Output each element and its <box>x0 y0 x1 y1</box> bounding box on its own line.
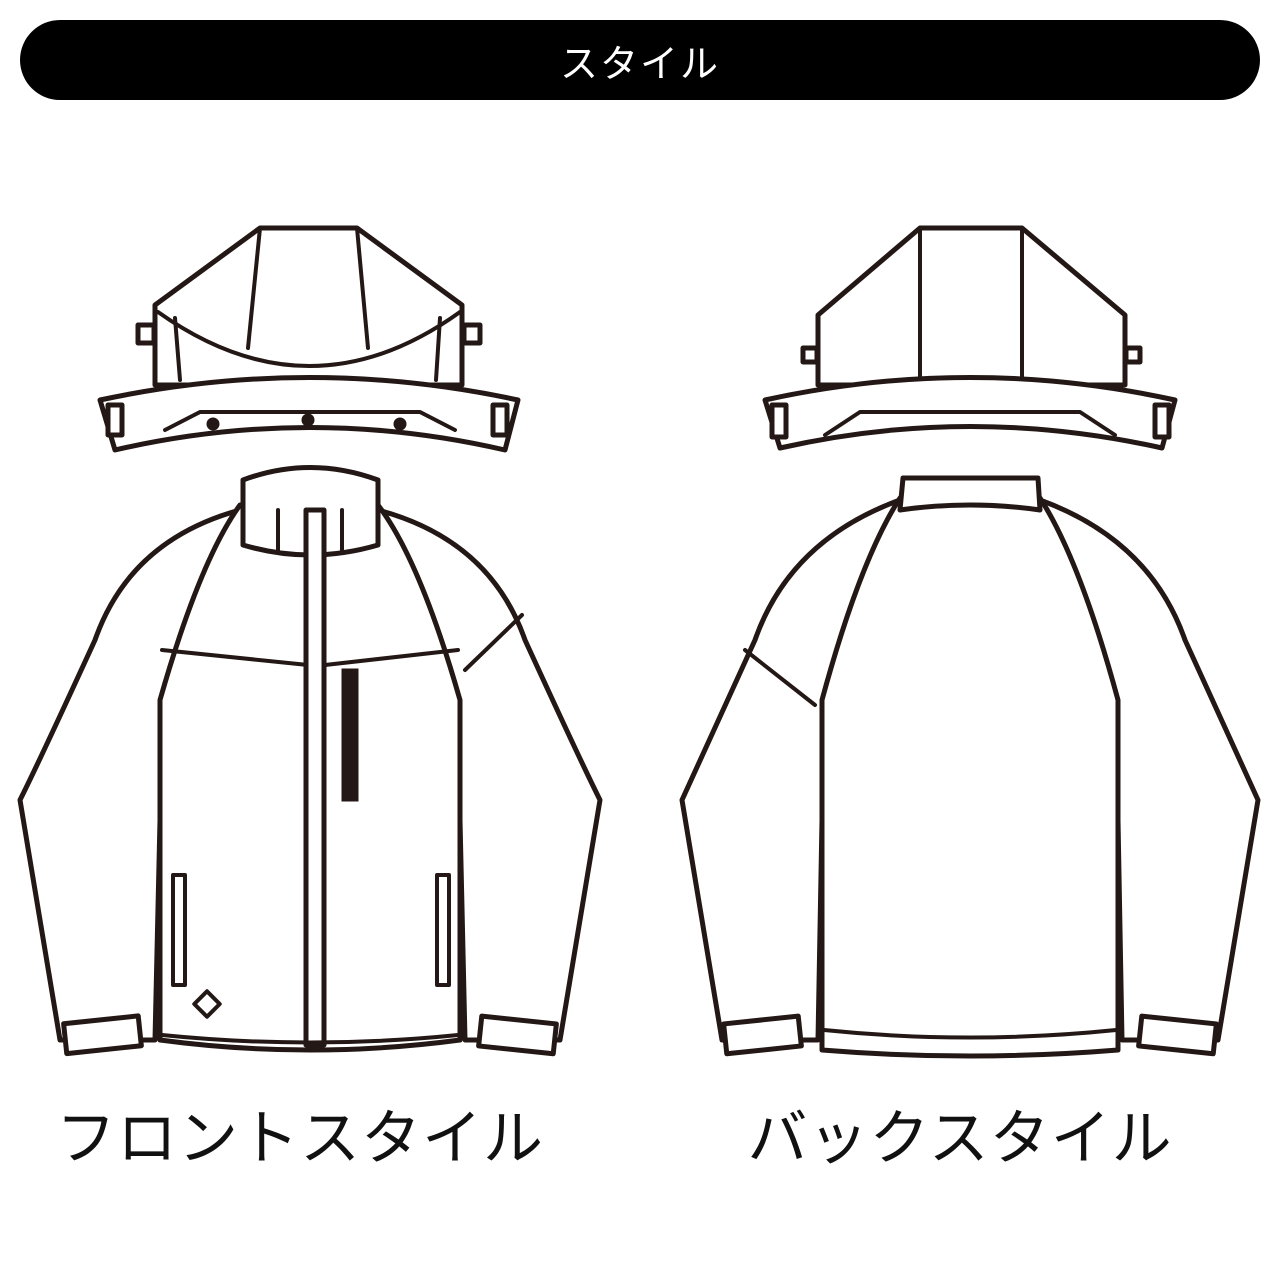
back-hood-illustration <box>762 225 1178 451</box>
back-style-caption: バックスタイル <box>747 1104 1173 1174</box>
front-jacket-illustration <box>17 465 603 1057</box>
front-hood-illustration <box>97 225 521 453</box>
front-style-caption: フロントスタイル <box>56 1104 544 1174</box>
section-header-banner: スタイル <box>20 20 1260 100</box>
back-jacket-illustration <box>679 475 1261 1059</box>
section-title: スタイル <box>559 41 720 86</box>
